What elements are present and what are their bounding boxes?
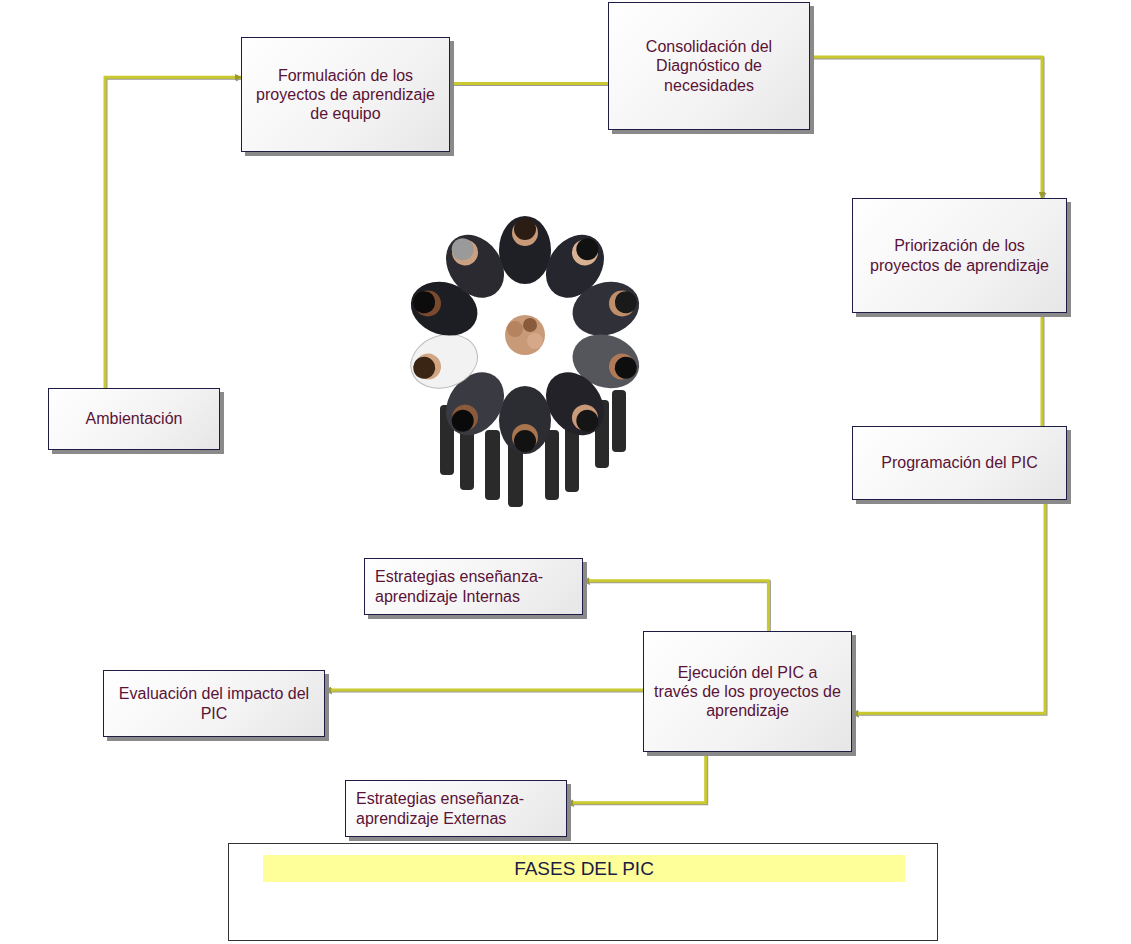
box-label: Evaluación del impacto del PIC: [114, 684, 314, 722]
flow-connector: [852, 500, 1045, 713]
flow-connector: [583, 581, 768, 631]
diagram-title: FASES DEL PIC: [514, 858, 654, 880]
flow-connector: [325, 689, 643, 692]
box-label: Estrategias enseñanza-aprendizaje Extern…: [356, 789, 556, 827]
process-box: Evaluación del impacto del PIC: [103, 670, 325, 737]
flow-connector: [105, 77, 241, 388]
box-label: Ambientación: [59, 409, 209, 428]
box-label: Priorización de los proyectos de aprendi…: [863, 236, 1056, 274]
process-box: Formulación de los proyectos de aprendiz…: [241, 37, 450, 152]
flow-connector: [567, 752, 706, 803]
flow-connector: [450, 82, 608, 85]
process-box: Consolidación del Diagnóstico de necesid…: [608, 2, 810, 130]
box-label: Consolidación del Diagnóstico de necesid…: [619, 37, 799, 95]
box-label: Ejecución del PIC a través de los proyec…: [654, 663, 841, 721]
process-box: Programación del PIC: [852, 426, 1067, 500]
flow-connector: [1041, 313, 1044, 426]
title-band: FASES DEL PIC: [263, 855, 905, 882]
box-label: Formulación de los proyectos de aprendiz…: [252, 66, 439, 124]
process-box: Estrategias enseñanza-aprendizaje Extern…: [345, 780, 567, 837]
box-label: Programación del PIC: [863, 453, 1056, 472]
joined-hands: [505, 315, 545, 355]
title-frame: FASES DEL PIC: [228, 843, 938, 941]
process-box: Ambientación: [48, 388, 220, 450]
flow-connector: [810, 57, 1042, 198]
process-box: Ejecución del PIC a través de los proyec…: [643, 631, 852, 752]
box-label: Estrategias enseñanza-aprendizaje Intern…: [375, 567, 572, 605]
people-circle: [404, 216, 646, 454]
team-illustration: [380, 205, 670, 515]
process-box: Estrategias enseñanza-aprendizaje Intern…: [364, 558, 583, 615]
process-box: Priorización de los proyectos de aprendi…: [852, 198, 1067, 313]
